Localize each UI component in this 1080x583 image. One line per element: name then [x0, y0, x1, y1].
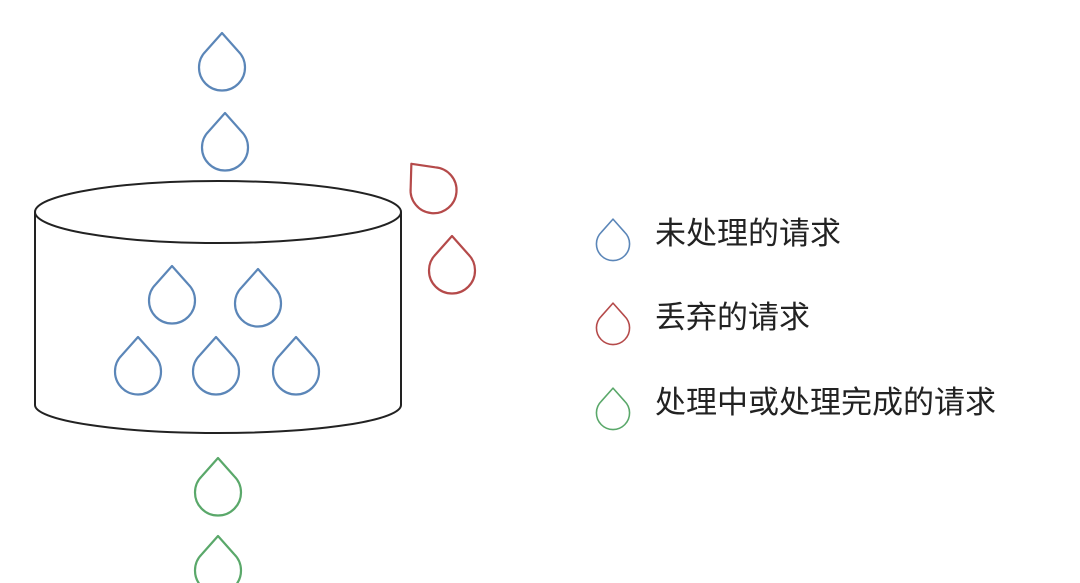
queued-request-drop: [233, 267, 283, 328]
discarded-request-drop: [427, 234, 477, 295]
legend-label-unprocessed: 未处理的请求: [655, 216, 841, 252]
queued-request-drop: [191, 335, 241, 396]
queued-request-drop: [147, 264, 197, 325]
queued-request-drop: [271, 335, 321, 396]
legend-discarded-drop-icon: [595, 302, 631, 346]
legend-processed-drop-icon: [595, 387, 631, 431]
discarded-request-drop: [392, 147, 468, 224]
legend-icons: [595, 218, 631, 431]
bucket-top: [34, 180, 402, 244]
legend-label-discarded: 丢弃的请求: [655, 300, 810, 336]
bucket-body: [34, 212, 402, 434]
bucket: [34, 180, 402, 434]
legend-unprocessed-drop-icon: [595, 218, 631, 262]
incoming-request-drop: [197, 31, 247, 92]
processed-request-drop: [193, 534, 243, 583]
processed-request-drop: [193, 456, 243, 517]
legend-label-processed: 处理中或处理完成的请求: [655, 385, 996, 421]
incoming-request-drop: [200, 111, 250, 172]
queued-request-drop: [113, 335, 163, 396]
